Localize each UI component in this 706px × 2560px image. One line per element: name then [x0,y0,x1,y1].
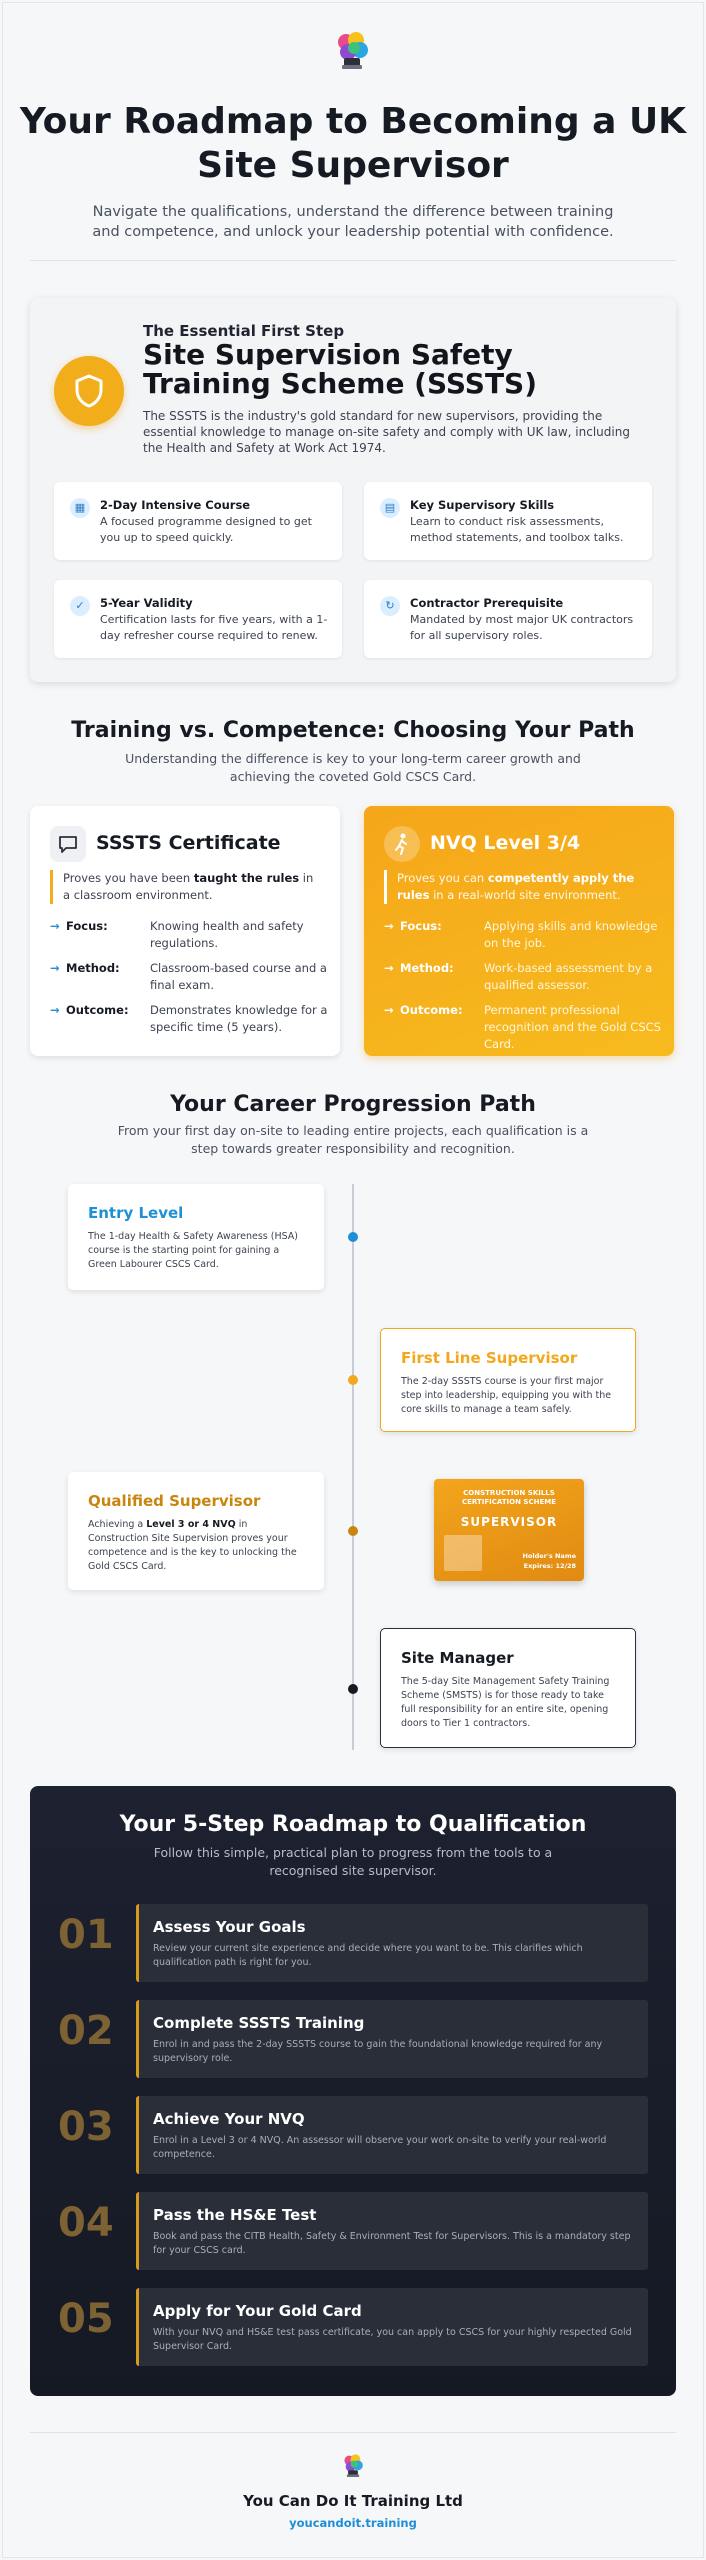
timeline-dot [348,1526,358,1536]
timeline-dot [348,1684,358,1694]
roadmap-step: Achieve Your NVQ Enrol in a Level 3 or 4… [136,2096,648,2174]
feature-card: ▤ Key Supervisory Skills Learn to conduc… [364,482,652,560]
calendar-icon: ▦ [70,498,90,518]
step-title: Apply for Your Gold Card [153,2302,362,2320]
step-number: 03 [58,2104,114,2150]
feature-title: 2-Day Intensive Course [100,498,251,512]
step-desc: Book and pass the CITB Health, Safety & … [153,2231,631,2256]
sssts-card: The Essential First Step Site Supervisio… [30,298,676,682]
career-card-first-line: First Line Supervisor The 2-day SSSTS co… [380,1328,636,1432]
career-card-desc: The 2-day SSSTS course is your first maj… [401,1376,612,1415]
step-desc: With your NVQ and HS&E test pass certifi… [153,2327,632,2352]
feature-desc: A focused programme designed to get you … [100,515,312,544]
shield-icon [54,356,124,426]
feature-title: 5-Year Validity [100,596,193,610]
timeline-dot [348,1375,358,1385]
arrow-right-icon: → [50,1003,60,1017]
feature-card: ↻ Contractor Prerequisite Mandated by mo… [364,580,652,658]
sssts-quote: Proves you have been taught the rules in… [50,870,320,904]
page-title: Your Roadmap to Becoming a UK Site Super… [19,101,687,186]
photo-placeholder [444,1535,482,1571]
step-title: Pass the HS&E Test [153,2206,317,2224]
career-card-desc: The 5-day Site Management Safety Trainin… [401,1676,610,1729]
sssts-description: The SSSTS is the industry's gold standar… [143,409,630,455]
chat-bubble-icon [50,826,86,862]
step-title: Complete SSSTS Training [153,2014,365,2032]
career-card-desc: Achieving a Level 3 or 4 NVQ in Construc… [88,1519,297,1572]
career-card-site-manager: Site Manager The 5-day Site Management S… [380,1628,636,1748]
career-card-title: Qualified Supervisor [88,1492,261,1510]
person-walking-icon [384,826,420,862]
feature-card: ▦ 2-Day Intensive Course A focused progr… [54,482,342,560]
roadmap-section: Your 5-Step Roadmap to Qualification Fol… [30,1786,676,2396]
timeline-line [352,1184,354,1750]
page-subtitle: Navigate the qualifications, understand … [92,204,614,240]
step-number: 02 [58,2008,114,2054]
career-card-title: Site Manager [401,1649,514,1667]
nvq-quote: Proves you can competently apply the rul… [384,870,654,904]
refresh-icon: ↻ [380,596,400,616]
feature-desc: Learn to conduct risk assessments, metho… [410,515,624,544]
cscs-card-role: SUPERVISOR [460,1515,558,1529]
nvq-card: NVQ Level 3/4 Proves you can competently… [364,806,674,1056]
career-title: Your Career Progression Path [170,1092,536,1117]
clipboard-icon: ▤ [380,498,400,518]
colorful-head-logo-icon [342,2452,364,2480]
roadmap-step: Pass the HS&E Test Book and pass the CIT… [136,2192,648,2270]
step-number: 04 [58,2200,114,2246]
nvq-title: NVQ Level 3/4 [430,832,581,854]
arrow-right-icon: → [384,961,394,975]
check-circle-icon: ✓ [70,596,90,616]
career-card-qualified: Qualified Supervisor Achieving a Level 3… [68,1472,324,1590]
feature-card: ✓ 5-Year Validity Certification lasts fo… [54,580,342,658]
career-card-desc: The 1-day Health & Safety Awareness (HSA… [88,1231,298,1270]
sssts-eyebrow: The Essential First Step [143,322,345,340]
sssts-title: Site Supervision Safety Training Scheme … [143,338,538,400]
footer-company-name: You Can Do It Training Ltd [243,2492,463,2510]
step-number: 01 [58,1912,114,1958]
step-desc: Review your current site experience and … [153,1943,583,1968]
roadmap-subtitle: Follow this simple, practical plan to pr… [153,1845,553,1878]
arrow-right-icon: → [50,961,60,975]
compare-title: Training vs. Competence: Choosing Your P… [71,718,635,743]
compare-subtitle: Understanding the difference is key to y… [125,751,581,784]
step-number: 05 [58,2296,114,2342]
roadmap-step: Complete SSSTS Training Enrol in and pas… [136,2000,648,2078]
roadmap-step: Apply for Your Gold Card With your NVQ a… [136,2288,648,2366]
timeline-dot [348,1232,358,1242]
arrow-right-icon: → [50,919,60,933]
career-card-entry: Entry Level The 1-day Health & Safety Aw… [68,1184,324,1290]
sssts-certificate-title: SSSTS Certificate [96,832,281,854]
colorful-head-logo-icon [334,30,370,72]
step-title: Assess Your Goals [153,1918,306,1936]
arrow-right-icon: → [384,919,394,933]
feature-desc: Mandated by most major UK contractors fo… [410,613,634,642]
career-card-title: Entry Level [88,1204,184,1222]
feature-desc: Certification lasts for five years, with… [100,613,328,642]
feature-title: Contractor Prerequisite [410,596,564,610]
step-title: Achieve Your NVQ [153,2110,305,2128]
career-card-title: First Line Supervisor [401,1349,578,1367]
step-desc: Enrol in a Level 3 or 4 NVQ. An assessor… [153,2135,607,2160]
sssts-certificate-card: SSSTS Certificate Proves you have been t… [30,806,340,1056]
footer-website-link[interactable]: youcandoit.training [289,2516,417,2530]
roadmap-step: Assess Your Goals Review your current si… [136,1904,648,1982]
divider [30,260,676,261]
divider [30,2432,676,2433]
step-desc: Enrol in and pass the 2-day SSSTS course… [153,2039,603,2064]
roadmap-title: Your 5-Step Roadmap to Qualification [119,1812,587,1837]
feature-title: Key Supervisory Skills [410,498,555,512]
career-subtitle: From your first day on-site to leading e… [117,1123,589,1156]
arrow-right-icon: → [384,1003,394,1017]
